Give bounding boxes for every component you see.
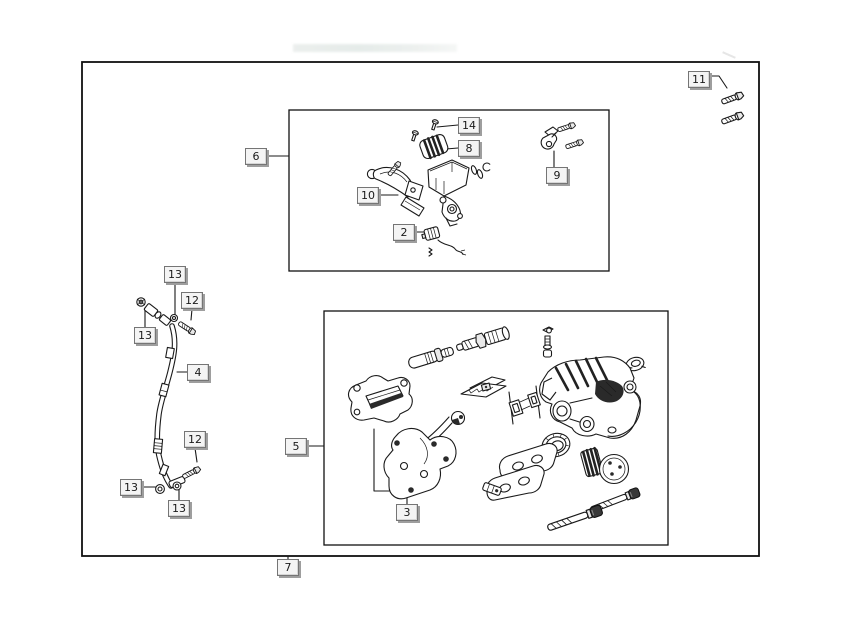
leader-12-lower xyxy=(194,447,198,463)
leader-14 xyxy=(436,124,459,128)
callout-13-upper-left: 13 xyxy=(134,327,156,344)
caliper-group-box xyxy=(323,310,669,546)
callout-11: 11 xyxy=(688,71,710,88)
lever-boot-8 xyxy=(419,134,449,160)
pad-spring-plates xyxy=(460,376,507,398)
caliper-bracket-3 xyxy=(383,410,466,500)
callout-12-top: 12 xyxy=(181,292,203,309)
brake-light-switch-2 xyxy=(421,226,467,257)
callout-7: 7 xyxy=(277,559,299,576)
hose-lower-fitting xyxy=(155,476,186,494)
master-cylinder-body xyxy=(386,159,491,227)
outer-frame xyxy=(81,61,760,557)
callout-6: 6 xyxy=(245,148,267,165)
callout-12-lower: 12 xyxy=(184,431,206,448)
clamp-bolts-9 xyxy=(556,121,585,151)
callout-13-lower-left: 13 xyxy=(120,479,142,496)
banjo-bolt-12-lower xyxy=(181,465,202,481)
slide-pin-bolt xyxy=(456,326,510,351)
caliper-piston xyxy=(580,446,630,485)
mounting-bolts-11 xyxy=(720,90,745,126)
master-cylinder-group-box xyxy=(288,109,610,272)
callout-13-top: 13 xyxy=(164,266,186,283)
leader-11 xyxy=(709,75,728,89)
bleed-valve-set xyxy=(542,326,554,358)
slide-pin-boot xyxy=(408,346,454,369)
callout-9: 9 xyxy=(546,167,568,184)
banjo-bolt-12-top xyxy=(176,319,198,337)
callout-14: 14 xyxy=(458,117,480,134)
brake-pads-pair xyxy=(482,442,558,501)
callout-2: 2 xyxy=(393,224,415,241)
pad-carrier-left xyxy=(347,375,413,423)
callout-8: 8 xyxy=(458,140,480,157)
leader-12-top xyxy=(190,308,193,321)
callout-4: 4 xyxy=(187,364,209,381)
callout-10: 10 xyxy=(357,187,379,204)
hose-upper-fitting xyxy=(136,297,179,326)
scan-artifact-band xyxy=(293,44,457,52)
callout-13-bottom: 13 xyxy=(168,500,190,517)
callout-5: 5 xyxy=(285,438,307,455)
brake-hose-4 xyxy=(152,323,178,489)
caliper-body xyxy=(539,356,642,439)
pad-retainer-clips xyxy=(508,385,541,425)
callout-3: 3 xyxy=(396,504,418,521)
handlebar-clamp-9 xyxy=(540,126,559,150)
caliper-mount-bolts xyxy=(545,486,642,534)
